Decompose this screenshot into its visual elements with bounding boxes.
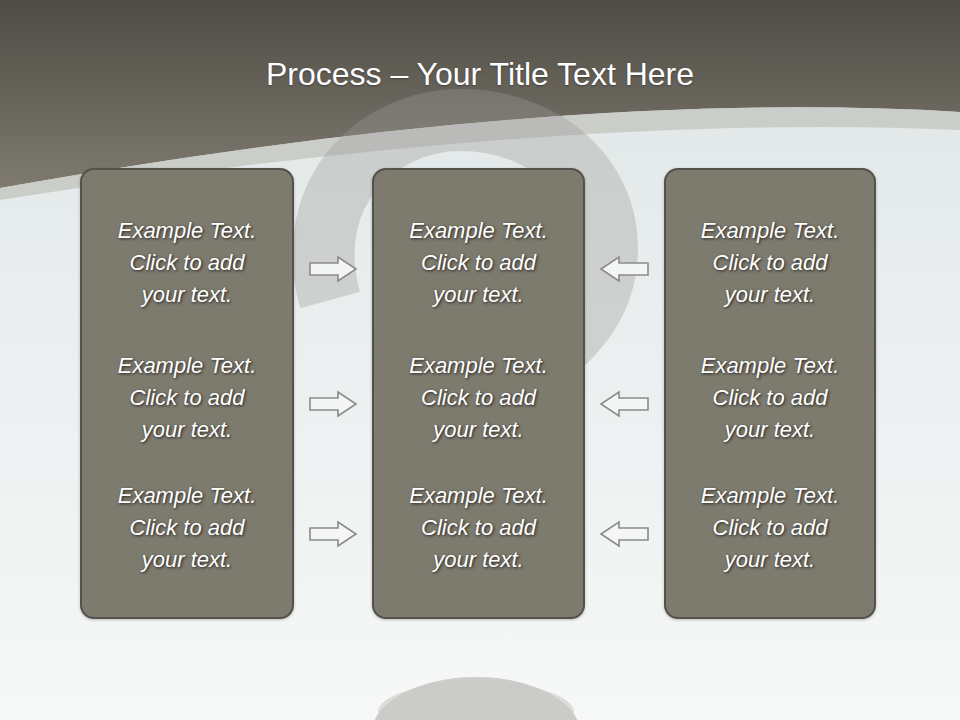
block-arrow bbox=[310, 257, 356, 281]
process-column: Example Text. Click to add your text. Exa… bbox=[372, 168, 585, 619]
question-mark-dot bbox=[371, 677, 581, 720]
example-text: Example Text. Click to add your text. bbox=[690, 480, 850, 576]
slide-title: Process – Your Title Text Here bbox=[0, 52, 960, 96]
example-text: Example Text. Click to add your text. bbox=[107, 350, 267, 446]
example-text: Example Text. Click to add your text. bbox=[690, 215, 850, 311]
example-text: Example Text. Click to add your text. bbox=[690, 350, 850, 446]
example-text: Example Text. Click to add your text. bbox=[399, 350, 559, 446]
example-text: Example Text. Click to add your text. bbox=[399, 215, 559, 311]
example-text: Example Text. Click to add your text. bbox=[107, 480, 267, 576]
block-arrow bbox=[310, 392, 356, 416]
block-arrow bbox=[601, 392, 648, 416]
block-arrow bbox=[601, 522, 648, 546]
process-column: Example Text. Click to add your text. Exa… bbox=[80, 168, 294, 619]
example-text: Example Text. Click to add your text. bbox=[399, 480, 559, 576]
question-mark-dot-top bbox=[378, 682, 574, 720]
block-arrow bbox=[310, 522, 356, 546]
process-column: Example Text. Click to add your text. Exa… bbox=[664, 168, 876, 619]
block-arrow bbox=[601, 257, 648, 281]
example-text: Example Text. Click to add your text. bbox=[107, 215, 267, 311]
